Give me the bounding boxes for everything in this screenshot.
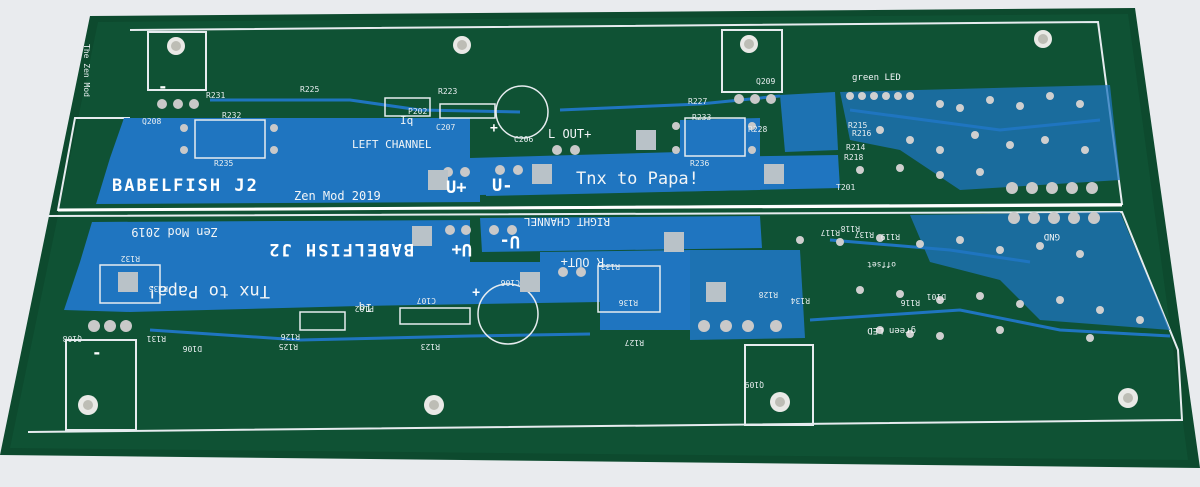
right-led-label: green LED bbox=[867, 325, 916, 335]
component-designator: R118 bbox=[841, 224, 860, 233]
component-designator: R131 bbox=[147, 334, 166, 343]
component-designator: C106 bbox=[501, 278, 520, 287]
component-designator: R127 bbox=[625, 338, 644, 347]
component-pads bbox=[88, 94, 1100, 332]
component-designator: R214 bbox=[846, 143, 865, 152]
left-iq-label: Iq bbox=[400, 114, 413, 127]
right-rail-plus: U+ bbox=[452, 239, 472, 259]
transistor-outline-top-right bbox=[721, 29, 783, 93]
right-thanks: Tnx to Papa! bbox=[147, 281, 270, 301]
left-channel-mod: Zen Mod 2019 bbox=[294, 189, 381, 203]
component-designator: C206 bbox=[514, 135, 533, 144]
component-designator: R133 bbox=[601, 262, 620, 271]
component-designator: C207 bbox=[436, 123, 455, 132]
right-offset-label: offset bbox=[867, 260, 896, 269]
left-output-label: L OUT+ bbox=[548, 127, 591, 141]
right-iq-label: Iq bbox=[359, 301, 372, 314]
right-output-label: R OUT+ bbox=[561, 255, 604, 269]
transistor-outline-bottom-left bbox=[65, 339, 137, 431]
component-designator: R119 bbox=[881, 232, 900, 241]
component-designator: R227 bbox=[688, 97, 707, 106]
right-rail-minus: U- bbox=[500, 231, 520, 251]
right-channel-title: BABELFISH J2 bbox=[267, 239, 414, 259]
right-component-cluster bbox=[796, 92, 1144, 342]
component-designator: R123 bbox=[421, 342, 440, 351]
component-designator: P102 bbox=[355, 304, 374, 313]
component-designator: R233 bbox=[692, 113, 711, 122]
component-designator: R135 bbox=[149, 284, 168, 293]
component-designator: P202 bbox=[408, 107, 427, 116]
component-designator: R218 bbox=[844, 153, 863, 162]
transistor-outline-top-left bbox=[147, 31, 207, 91]
component-designator: R236 bbox=[690, 159, 709, 168]
right-plus-mark: + bbox=[472, 284, 480, 299]
component-designator: R215 bbox=[848, 121, 867, 130]
component-designator: D101 bbox=[927, 292, 946, 301]
component-designator: R223 bbox=[438, 87, 457, 96]
left-minus-mark: - bbox=[158, 77, 168, 96]
right-gnd-label: GND bbox=[1044, 231, 1060, 241]
component-designator: R225 bbox=[300, 85, 319, 94]
component-designator: R235 bbox=[214, 159, 233, 168]
component-designator: R117 bbox=[821, 228, 840, 237]
component-designator: R116 bbox=[901, 298, 920, 307]
component-designator: R231 bbox=[206, 91, 225, 100]
right-channel-label: RIGHT CHANNEL bbox=[524, 215, 610, 228]
component-designator: R134 bbox=[791, 296, 810, 305]
component-designator: R228 bbox=[748, 125, 767, 134]
component-designator: R126 bbox=[281, 332, 300, 341]
left-channel-label: LEFT CHANNEL bbox=[352, 138, 432, 151]
component-designator: Q208 bbox=[142, 117, 161, 126]
board-split-line bbox=[57, 203, 1123, 212]
board-edge-text: The Zen Mod bbox=[82, 44, 91, 97]
component-designator: R128 bbox=[759, 290, 778, 299]
component-designator: R137 bbox=[855, 230, 874, 239]
component-designator: D106 bbox=[183, 344, 202, 353]
left-thanks: Tnx to Papa! bbox=[576, 169, 699, 189]
left-led-label: green LED bbox=[852, 73, 901, 83]
resistor-outlines bbox=[99, 97, 746, 331]
component-designator: Q109 bbox=[745, 380, 764, 389]
copper-pour-top bbox=[96, 85, 1120, 204]
copper-pour-bottom bbox=[64, 212, 1170, 340]
component-designator: Q108 bbox=[63, 334, 82, 343]
left-rail-minus: U- bbox=[492, 176, 512, 196]
component-designator: R125 bbox=[279, 342, 298, 351]
left-channel-title: BABELFISH J2 bbox=[112, 176, 259, 196]
left-rail-plus: U+ bbox=[446, 178, 466, 198]
component-designator: T201 bbox=[836, 183, 855, 192]
component-designator: R132 bbox=[121, 254, 140, 263]
component-designator: C107 bbox=[417, 296, 436, 305]
component-designator: R232 bbox=[222, 111, 241, 120]
power-pads bbox=[118, 130, 784, 302]
left-plus-mark: + bbox=[490, 121, 498, 136]
transistor-outline-bottom-right bbox=[744, 344, 814, 426]
right-channel-mod: Zen Mod 2019 bbox=[131, 225, 218, 239]
component-designator: R216 bbox=[852, 129, 871, 138]
right-minus-mark: - bbox=[92, 343, 102, 362]
component-designator: R136 bbox=[619, 298, 638, 307]
mounting-holes bbox=[78, 30, 1138, 415]
capacitor-outlines bbox=[477, 85, 549, 345]
component-designator: Q209 bbox=[756, 77, 775, 86]
